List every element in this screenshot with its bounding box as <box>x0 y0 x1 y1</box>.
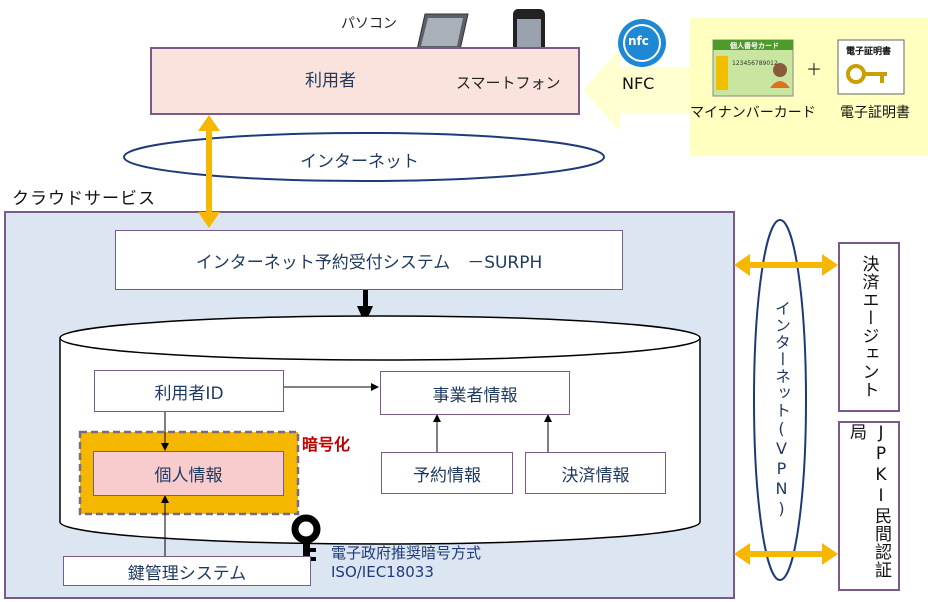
reservation-info-label: 予約情報 <box>413 465 481 486</box>
payment-agent-box: 決済エージェント <box>838 242 900 412</box>
user-id-label: 利用者ID <box>154 383 224 404</box>
nfc-icon-text: nfc <box>628 34 649 48</box>
nfc-arrow <box>583 49 690 131</box>
personal-info-box: 個人情報 <box>93 451 284 496</box>
crypto-line1: 電子政府推奨暗号方式 <box>331 544 482 562</box>
mynumber-label: マイナンバーカード <box>690 105 816 121</box>
mynumber-card-number: 123456789012 <box>732 60 778 67</box>
key-icon <box>291 514 321 566</box>
jpki-label: JPKI民間認証局 <box>846 423 891 579</box>
surph-db-arrow <box>357 290 373 324</box>
surph-system-box: インターネット予約受付システム －SURPH <box>115 230 623 290</box>
user-label: 利用者 <box>305 71 356 91</box>
certificate-title: 電子証明書 <box>846 47 892 57</box>
encryption-label: 暗号化 <box>302 435 351 454</box>
plus-sign: ＋ <box>806 60 823 79</box>
jpki-box: JPKI民間認証局 <box>838 421 900 591</box>
internet-ellipse <box>123 132 605 182</box>
vpn-ellipse <box>753 219 807 581</box>
user-id-box: 利用者ID <box>94 370 284 412</box>
mynumber-card-title: 個人番号カード <box>730 42 779 50</box>
surph-system-label: インターネット予約受付システム －SURPH <box>195 252 543 273</box>
reservation-info-box: 予約情報 <box>381 452 513 494</box>
payment-info-label: 決済情報 <box>561 465 630 486</box>
vpn-label: インターネット(VPN) <box>772 300 791 519</box>
key-management-box: 鍵管理システム <box>63 556 311 586</box>
personal-info-label: 個人情報 <box>154 466 223 486</box>
crypto-line2: ISO/IEC18033 <box>331 563 434 581</box>
cloud-title: クラウドサービス <box>12 189 156 209</box>
nfc-label: NFC <box>622 74 655 93</box>
payment-agent-label: 決済エージェント <box>858 255 879 399</box>
certificate-label: 電子証明書 <box>840 105 910 121</box>
key-management-label: 鍵管理システム <box>127 563 247 584</box>
internet-top-label: インターネット <box>300 152 419 172</box>
payment-agent-arrow <box>734 254 838 276</box>
business-info-box: 事業者情報 <box>380 371 570 415</box>
business-info-label: 事業者情報 <box>432 385 518 406</box>
user-cloud-arrow <box>198 115 220 228</box>
payment-info-box: 決済情報 <box>525 452 666 494</box>
jpki-arrow <box>734 543 838 565</box>
nfc-icon <box>618 19 666 67</box>
certificate-icon <box>837 39 905 95</box>
smartphone-label: スマートフォン <box>456 74 561 92</box>
mynumber-card-icon <box>712 39 794 97</box>
pc-label: パソコン <box>341 16 397 32</box>
user-box <box>150 47 580 115</box>
